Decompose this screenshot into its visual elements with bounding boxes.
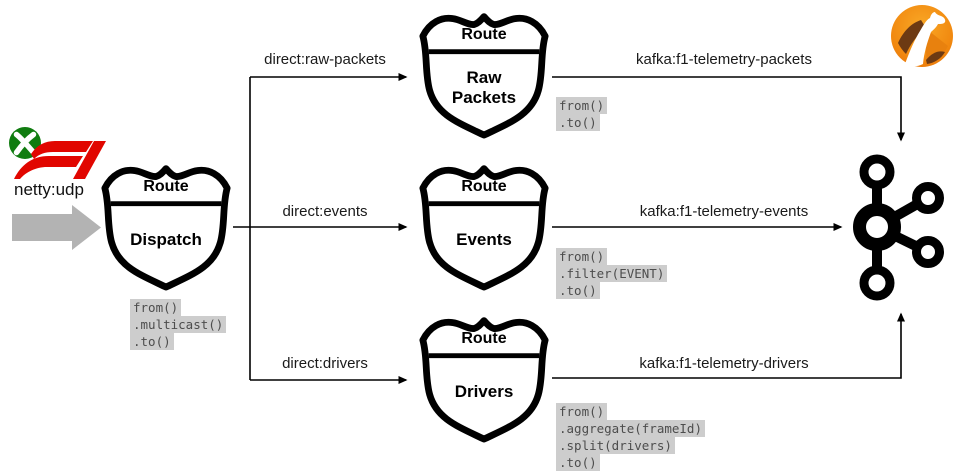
edge-label-direct-events: direct:events [282,203,368,220]
code-line: from() [556,97,608,114]
shield-shape [419,317,549,443]
code-snippet-events: from() .filter(EVENT) .to() [556,248,668,299]
code-line: from() [556,403,608,420]
xbox-icon [9,127,41,159]
code-line: from() [130,299,182,316]
edge-label-kafka-drivers: kafka:f1-telemetry-drivers [639,355,809,372]
route-shield-dispatch: Route Dispatch [98,159,234,291]
source-protocol-label: netty:udp [14,180,84,199]
shield-band-label: Route [143,178,189,195]
edge-label-kafka-packets: kafka:f1-telemetry-packets [636,51,812,68]
shield-shape [101,165,231,291]
code-line: .to() [130,333,174,350]
route-shield-events: Route Events [416,159,552,291]
edge-label-direct-raw-packets: direct:raw-packets [264,51,386,68]
code-line: .multicast() [130,316,227,333]
code-line: .to() [556,282,600,299]
edge-label-direct-drivers: direct:drivers [282,355,368,372]
code-snippet-dispatch: from() .multicast() .to() [130,299,227,350]
code-line: .aggregate(frameId) [556,420,705,437]
code-line: .to() [556,454,600,471]
code-snippet-drivers: from() .aggregate(frameId) .split(driver… [556,403,705,471]
camel-icon [891,5,953,67]
shield-shape [419,13,549,139]
shield-band-label: Route [461,26,507,43]
shield-route-name: Events [456,229,512,249]
code-line: .split(drivers) [556,437,675,454]
shield-shape [419,165,549,291]
code-snippet-raw-packets: from() .to() [556,97,608,131]
code-line: from() [556,248,608,265]
shield-band-label: Route [461,330,507,347]
shield-route-name: Drivers [454,381,514,401]
shield-route-name: Raw Packets [451,67,517,107]
f1-icon [14,141,106,179]
code-line: .filter(EVENT) [556,265,668,282]
input-arrow [12,205,101,250]
route-shield-drivers: Route Drivers [416,311,552,443]
edge-label-kafka-events: kafka:f1-telemetry-events [639,203,809,220]
shield-band-label: Route [461,178,507,195]
shield-route-name: Dispatch [130,229,202,249]
route-shield-raw-packets: Route Raw Packets [416,7,552,139]
code-line: .to() [556,114,600,131]
kafka-icon [853,154,944,301]
